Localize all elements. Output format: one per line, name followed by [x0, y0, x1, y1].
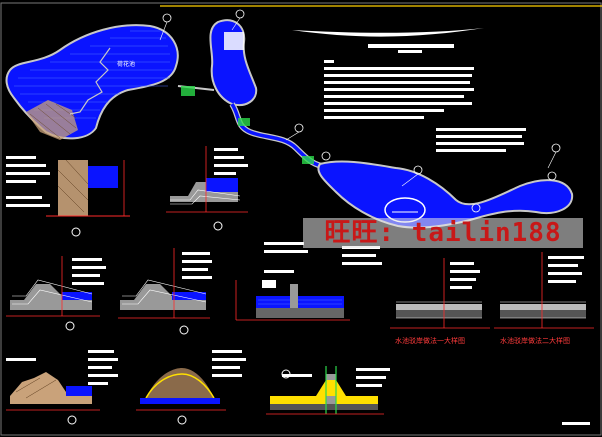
notes-block	[292, 28, 526, 152]
upper-oval-pond	[209, 19, 258, 106]
plan-label-box	[224, 32, 244, 50]
detail-section-7	[494, 252, 594, 329]
bridge-3	[302, 156, 314, 164]
bridge-2	[238, 118, 250, 126]
detail-section-2	[166, 146, 248, 231]
pond-plan: 荷花池	[5, 9, 574, 229]
detail-section-10	[266, 366, 390, 415]
caption-detail-right: 水池驳岸做法二大样图	[500, 337, 570, 345]
title-block-stub	[562, 422, 590, 425]
lower-long-pond	[317, 160, 574, 229]
detail-section-9	[136, 350, 246, 425]
title-swoosh	[292, 28, 484, 37]
plan-leader-lines	[159, 17, 557, 187]
bridge-1	[181, 86, 195, 96]
title-bar	[368, 44, 454, 48]
note-text-lines	[324, 60, 526, 152]
rock-zone-hatching	[29, 103, 77, 139]
detail-section-1	[6, 156, 130, 237]
detail-section-3	[6, 256, 106, 331]
detail-section-8	[6, 350, 118, 425]
water-hatching	[14, 30, 172, 119]
stone-edge-line	[69, 47, 111, 115]
pond-main-body	[5, 24, 179, 140]
subtitle-bar	[398, 50, 422, 53]
pond-label: 荷花池	[117, 60, 135, 68]
detail-section-6	[390, 258, 490, 329]
caption-detail-left: 水池驳岸做法一大样图	[395, 337, 465, 345]
detail-section-4	[118, 248, 212, 335]
watermark: 旺旺: tailin188	[303, 218, 583, 248]
detail-section-5	[235, 242, 382, 321]
